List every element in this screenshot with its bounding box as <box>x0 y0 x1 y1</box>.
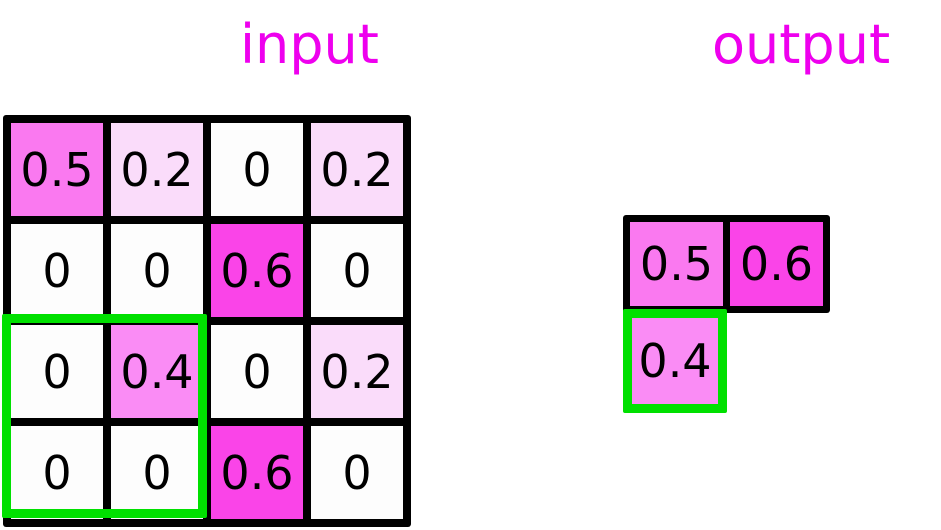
output-cell-r0c1[interactable]: 0.6 <box>730 222 823 306</box>
input-cell-r2c0[interactable]: 0 <box>11 325 103 418</box>
input-panel-title: input <box>240 13 379 76</box>
input-cell-r1c0[interactable]: 0 <box>11 224 103 317</box>
input-cell-r1c1[interactable]: 0 <box>111 224 203 317</box>
input-cell-r3c3[interactable]: 0 <box>311 426 403 519</box>
input-cell-r3c2[interactable]: 0.6 <box>211 426 303 519</box>
output-top-row: 0.5 0.6 <box>623 215 830 313</box>
input-cell-r0c1[interactable]: 0.2 <box>111 123 203 216</box>
output-cell-r0c0[interactable]: 0.5 <box>630 222 723 306</box>
output-matrix-grid: 0.5 0.6 0.4 <box>617 209 837 424</box>
output-panel-title: output <box>712 13 891 76</box>
input-cell-r1c2[interactable]: 0.6 <box>211 224 303 317</box>
input-cell-r3c0[interactable]: 0 <box>11 426 103 519</box>
input-cell-r0c2[interactable]: 0 <box>211 123 303 216</box>
output-cell-r1c0-highlighted[interactable]: 0.4 <box>623 309 727 413</box>
input-matrix-grid: 0.5 0.2 0 0.2 0 0 0.6 0 0 0.4 0 0.2 0 0 … <box>3 115 411 527</box>
input-cell-r0c0[interactable]: 0.5 <box>11 123 103 216</box>
input-cell-r2c2[interactable]: 0 <box>211 325 303 418</box>
input-cell-r1c3[interactable]: 0 <box>311 224 403 317</box>
input-cell-r2c1[interactable]: 0.4 <box>111 325 203 418</box>
input-cell-r2c3[interactable]: 0.2 <box>311 325 403 418</box>
input-cell-r0c3[interactable]: 0.2 <box>311 123 403 216</box>
input-cell-r3c1[interactable]: 0 <box>111 426 203 519</box>
